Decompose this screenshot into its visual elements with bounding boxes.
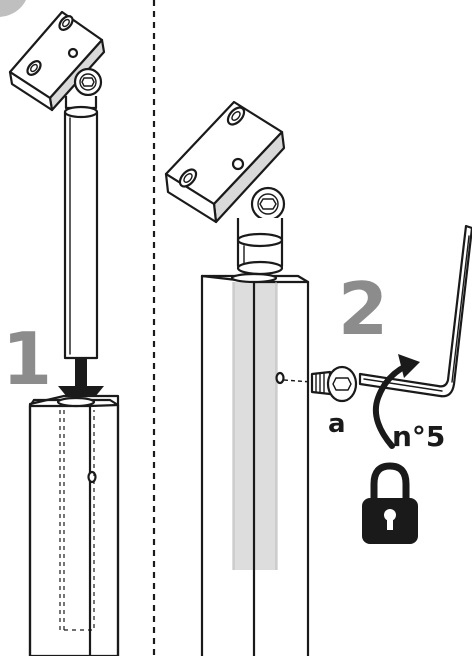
rotate-arrow-icon bbox=[372, 354, 420, 449]
clamp-block-right bbox=[164, 100, 286, 224]
left-panel: 1 bbox=[2, 10, 120, 656]
hinge-screw-left bbox=[73, 67, 103, 97]
allen-key-icon bbox=[358, 224, 472, 398]
set-screw-a bbox=[310, 365, 358, 403]
step-2-label: 2 bbox=[338, 267, 388, 351]
rod-collar-right bbox=[236, 218, 284, 276]
step-1-label: 1 bbox=[2, 317, 52, 401]
rod-left bbox=[63, 96, 99, 360]
screw-label: a bbox=[328, 409, 346, 439]
base-post-right bbox=[200, 272, 310, 656]
screw-guide-line bbox=[283, 379, 313, 383]
key-size-label: n°5 bbox=[392, 420, 445, 453]
step-badge-fragment bbox=[0, 0, 26, 17]
hinge-screw-right bbox=[250, 186, 286, 222]
padlock-icon bbox=[362, 462, 418, 544]
right-panel: a 2 n°5 bbox=[164, 100, 472, 656]
base-post-left bbox=[28, 394, 120, 656]
